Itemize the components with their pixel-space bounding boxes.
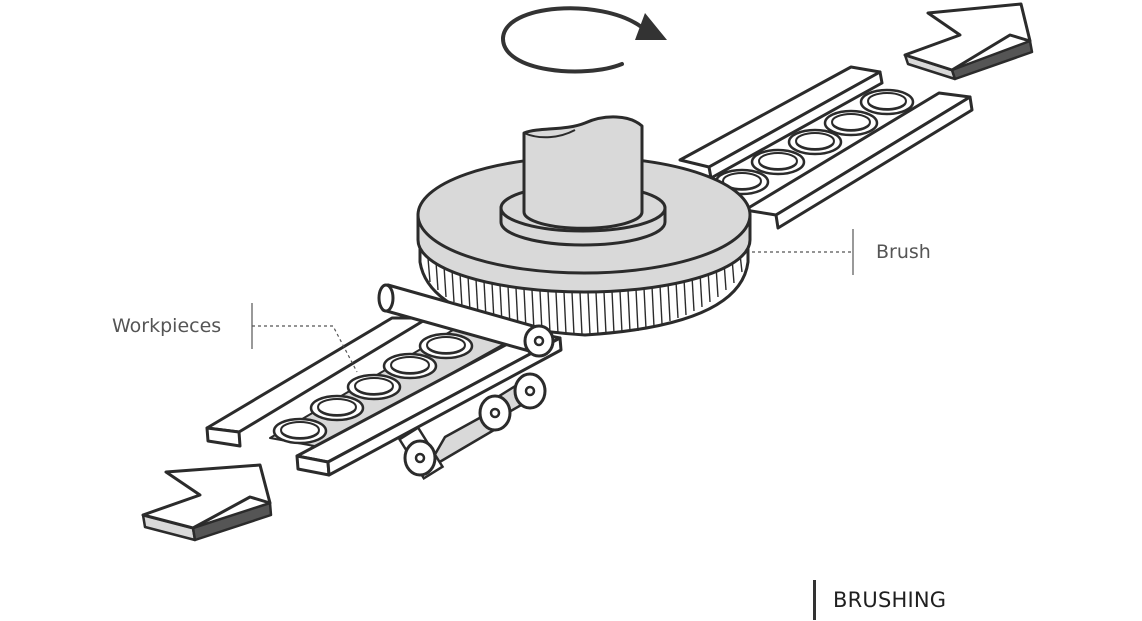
- brush-shaft: [522, 115, 644, 230]
- diagram-title: BRUSHING: [833, 588, 947, 612]
- brush-leader: [752, 229, 854, 275]
- output-conveyor: [678, 65, 974, 230]
- title-accent-bar: [813, 580, 816, 620]
- output-arrow-icon: [903, 2, 1034, 81]
- rotation-arrow-icon: [500, 6, 667, 74]
- input-conveyor: [205, 316, 563, 477]
- workpieces-label: Workpieces: [112, 315, 222, 337]
- input-arrow-icon: [141, 463, 273, 542]
- brush-label: Brush: [876, 241, 931, 263]
- pressure-roller: [377, 283, 555, 358]
- workpieces-leader: [251, 303, 358, 373]
- brush: [416, 115, 752, 337]
